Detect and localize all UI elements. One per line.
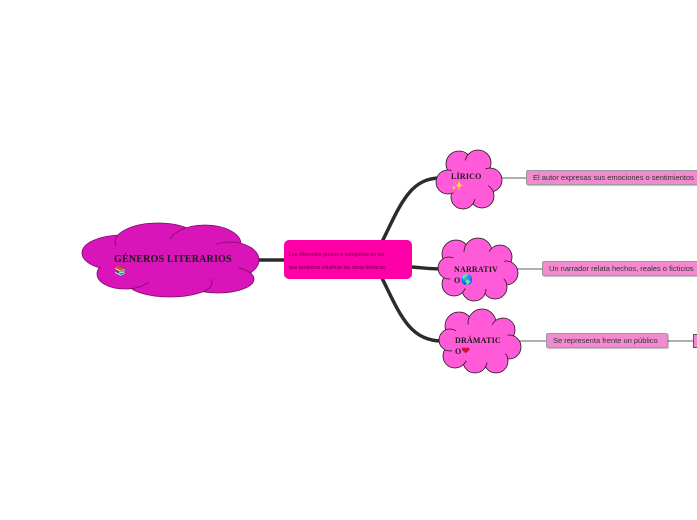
narrativo-detail[interactable]: Un narrador relata hechos, reales o fict… bbox=[542, 261, 697, 276]
connector-center-dramatico bbox=[380, 276, 444, 343]
narrativo-title-line-1: NARRATIV bbox=[454, 265, 499, 274]
dramatico-detail[interactable]: Se representa frente un público bbox=[546, 333, 668, 348]
narrativo-title[interactable]: NARRATIV O🌎 bbox=[454, 264, 498, 286]
root-title[interactable]: GÉNEROS LITERARIOS 📚 bbox=[114, 254, 232, 277]
definition-line-2: que podemos clasificar las obras literar… bbox=[289, 264, 386, 271]
connectors bbox=[250, 176, 694, 343]
globe-icon: 🌎 bbox=[460, 275, 474, 286]
dramatico-title-line-2: O bbox=[455, 347, 462, 356]
connector-center-lirico bbox=[380, 176, 442, 244]
dramatico-subnode[interactable] bbox=[693, 334, 697, 348]
dramatico-detail-text: Se representa frente un público bbox=[553, 336, 658, 345]
root-title-text: GÉNEROS LITERARIOS bbox=[114, 254, 232, 265]
books-icon: 📚 bbox=[114, 266, 127, 277]
definition-line-1: Los diferentes grupos o categorías en la… bbox=[289, 252, 385, 258]
narrativo-title-line-2: O bbox=[454, 276, 461, 285]
lirico-title-text: LÍRICO bbox=[451, 172, 482, 181]
lirico-detail[interactable]: El autor expresas sus emociones o sentim… bbox=[526, 170, 697, 185]
dramatico-title[interactable]: DRÁMATIC O❤ bbox=[455, 335, 501, 357]
connector-center-narrativo bbox=[409, 265, 444, 271]
definition-box[interactable]: Los diferentes grupos o categorías en la… bbox=[284, 240, 412, 279]
dramatico-title-line-1: DRÁMATIC bbox=[455, 336, 501, 345]
lirico-detail-text: El autor expresas sus emociones o sentim… bbox=[533, 173, 694, 182]
narrativo-detail-text: Un narrador relata hechos, reales o fict… bbox=[549, 264, 694, 273]
sparkles-icon: ✨ bbox=[451, 181, 464, 192]
heart-mask-icon: ❤ bbox=[461, 346, 471, 357]
lirico-title[interactable]: LÍRICO ✨ bbox=[451, 172, 482, 192]
